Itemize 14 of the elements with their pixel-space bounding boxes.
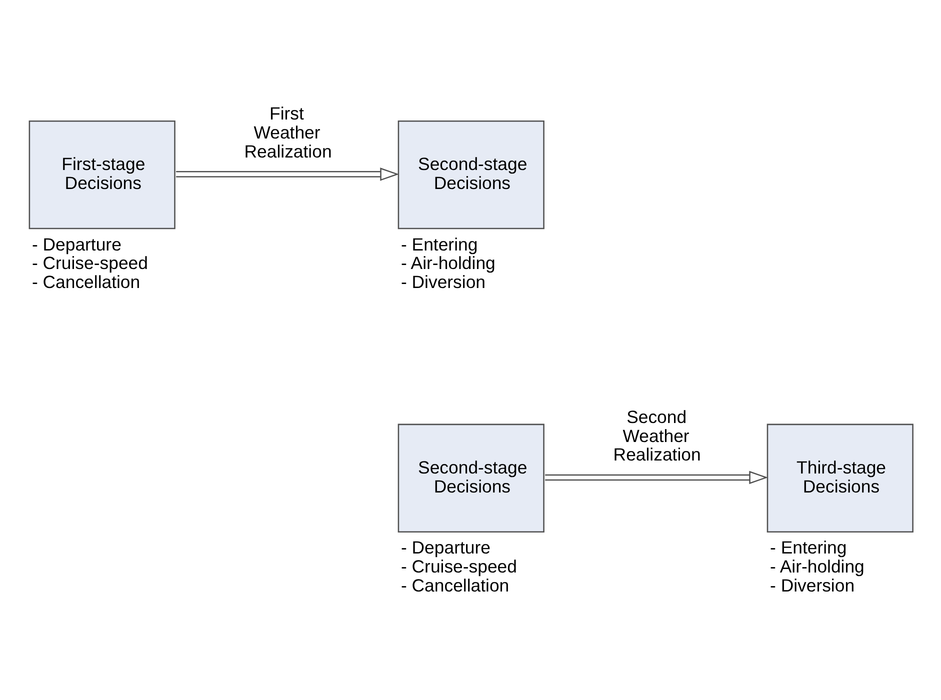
node-label: - Cruise-speed xyxy=(400,556,517,576)
edge-label: Second Weather Realization xyxy=(613,406,701,464)
node-label: - Departure xyxy=(400,537,490,558)
node-label: - Cancellation xyxy=(400,575,510,596)
arrow xyxy=(176,167,400,180)
node-label: - Air-holding xyxy=(770,556,864,576)
node-label: - Departure xyxy=(32,234,122,254)
node-label: - Entering xyxy=(400,234,478,254)
node-label: - Diversion xyxy=(770,575,855,596)
node-label: - Entering xyxy=(770,537,847,558)
arrow xyxy=(545,470,768,484)
node-label: - Cancellation xyxy=(32,272,140,292)
node-label: - Diversion xyxy=(400,272,486,292)
edge-label: First Weather Realization xyxy=(244,102,332,161)
